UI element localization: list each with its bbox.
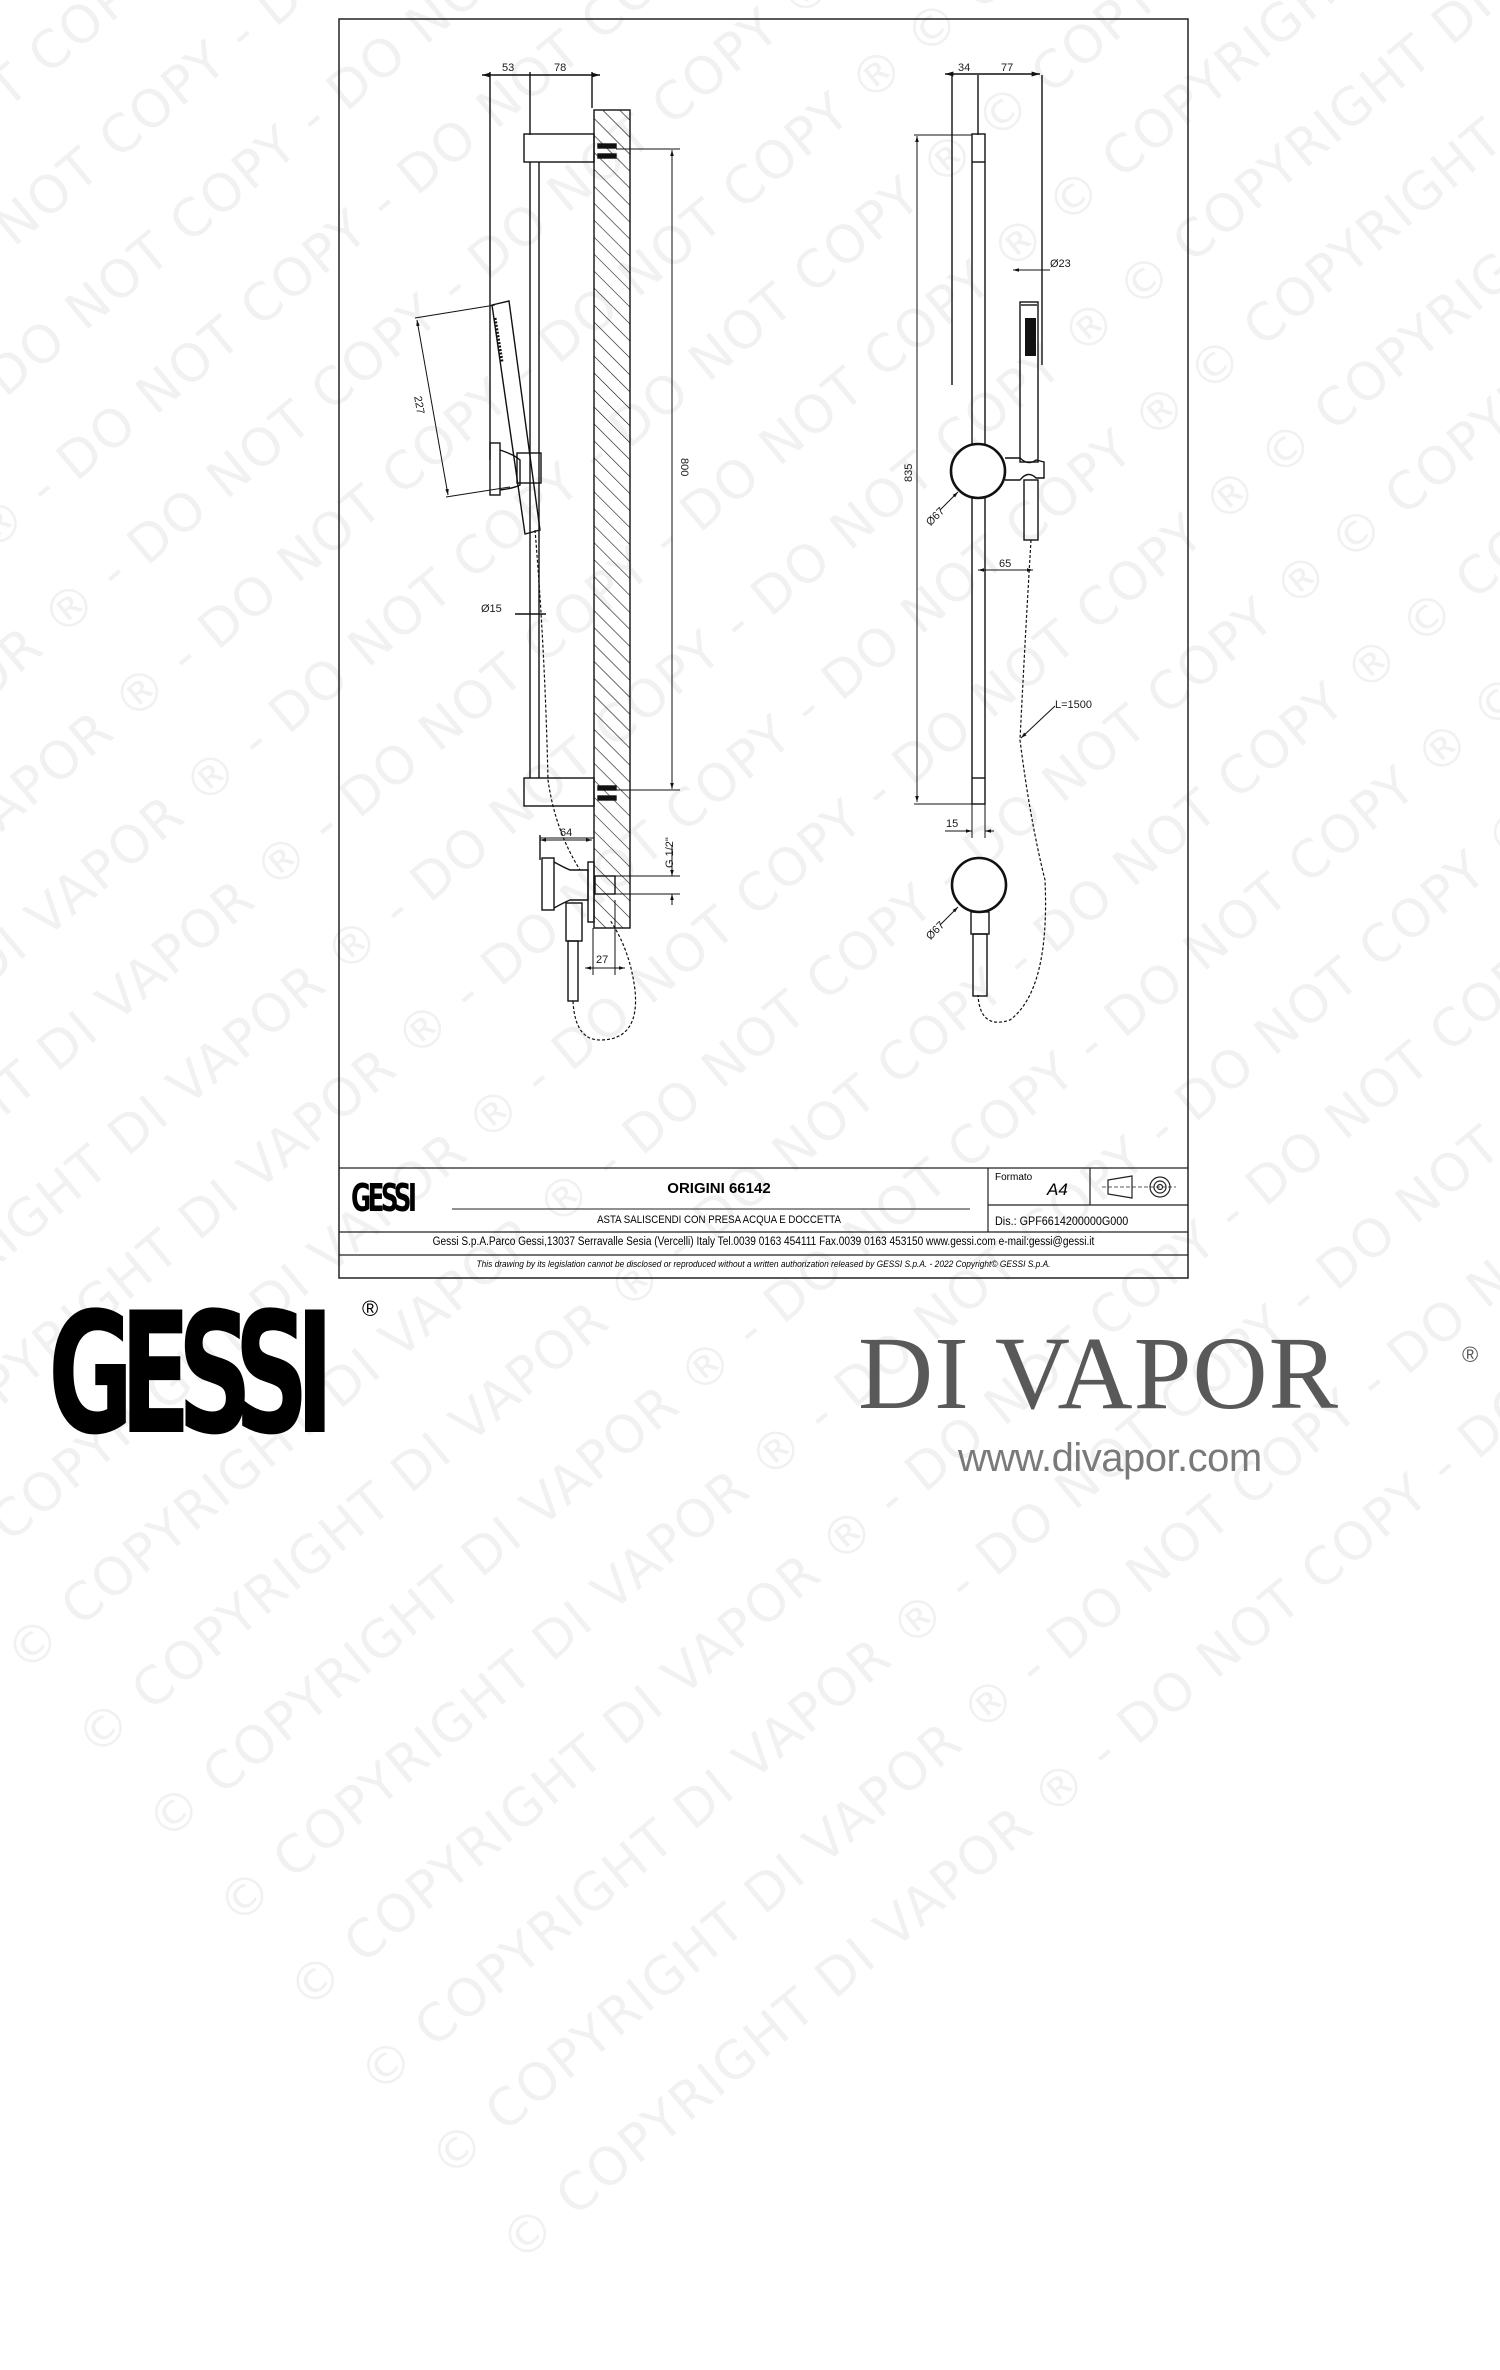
divapor-url: www.divapor.com xyxy=(958,1436,1262,1480)
dim-g-half: G 1/2" xyxy=(664,837,676,868)
dim-15: 15 xyxy=(946,818,959,830)
hose-front xyxy=(977,539,1047,1023)
dim-65: 65 xyxy=(999,558,1012,570)
format-label: Formato xyxy=(995,1172,1033,1183)
dim-77: 77 xyxy=(1001,62,1014,74)
water-outlet-flange xyxy=(541,857,555,911)
bottom-bracket xyxy=(523,777,595,807)
product-subtitle: ASTA SALISCENDI CON PRESA ACQUA E DOCCET… xyxy=(597,1214,841,1226)
wall-section xyxy=(593,109,631,929)
drawing-frame xyxy=(338,18,1189,1279)
product-title: ORIGINI 66142 xyxy=(667,1180,771,1197)
dim-34: 34 xyxy=(958,62,971,74)
dim-53: 53 xyxy=(502,62,515,74)
top-bracket xyxy=(523,133,595,163)
drawing-number: Dis.: GPF6614200000G000 xyxy=(995,1214,1129,1228)
first-angle-projection-icon xyxy=(1102,1175,1176,1199)
legal-notice: This drawing by its legislation cannot b… xyxy=(476,1259,1051,1270)
front-view xyxy=(914,71,1056,1023)
title-block-logo: GESSI xyxy=(351,1176,417,1220)
format-value: A4 xyxy=(1047,1180,1068,1199)
dim-64: 64 xyxy=(560,827,573,839)
dim-78: 78 xyxy=(554,62,567,74)
title-block-grid xyxy=(339,1167,1188,1256)
title-block: GESSI ORIGINI 66142 ASTA SALISCENDI CON … xyxy=(339,1168,1188,1278)
side-view xyxy=(414,72,680,1041)
dim-hose-length: L=1500 xyxy=(1055,699,1093,711)
hose-connector-side xyxy=(565,902,583,942)
gessi-registered-mark: ® xyxy=(362,1296,379,1321)
dim-dia23: Ø23 xyxy=(1050,258,1071,270)
divapor-logo: DI VAPOR xyxy=(858,1316,1339,1431)
company-address: Gessi S.p.A.Parco Gessi,13037 Serravalle… xyxy=(432,1236,1095,1248)
dim-835: 835 xyxy=(903,463,915,482)
dim-dia15: Ø15 xyxy=(481,603,502,615)
gessi-logo: GESSI xyxy=(48,1276,334,1472)
slider-knob xyxy=(949,442,1007,500)
outlet-front xyxy=(950,856,1008,914)
slider-holder xyxy=(489,442,501,496)
divapor-registered-mark: ® xyxy=(1462,1342,1479,1367)
dim-27: 27 xyxy=(596,954,609,966)
technical-drawing xyxy=(338,18,1189,1279)
dim-800: 800 xyxy=(678,458,690,477)
handshower-side xyxy=(491,300,541,535)
